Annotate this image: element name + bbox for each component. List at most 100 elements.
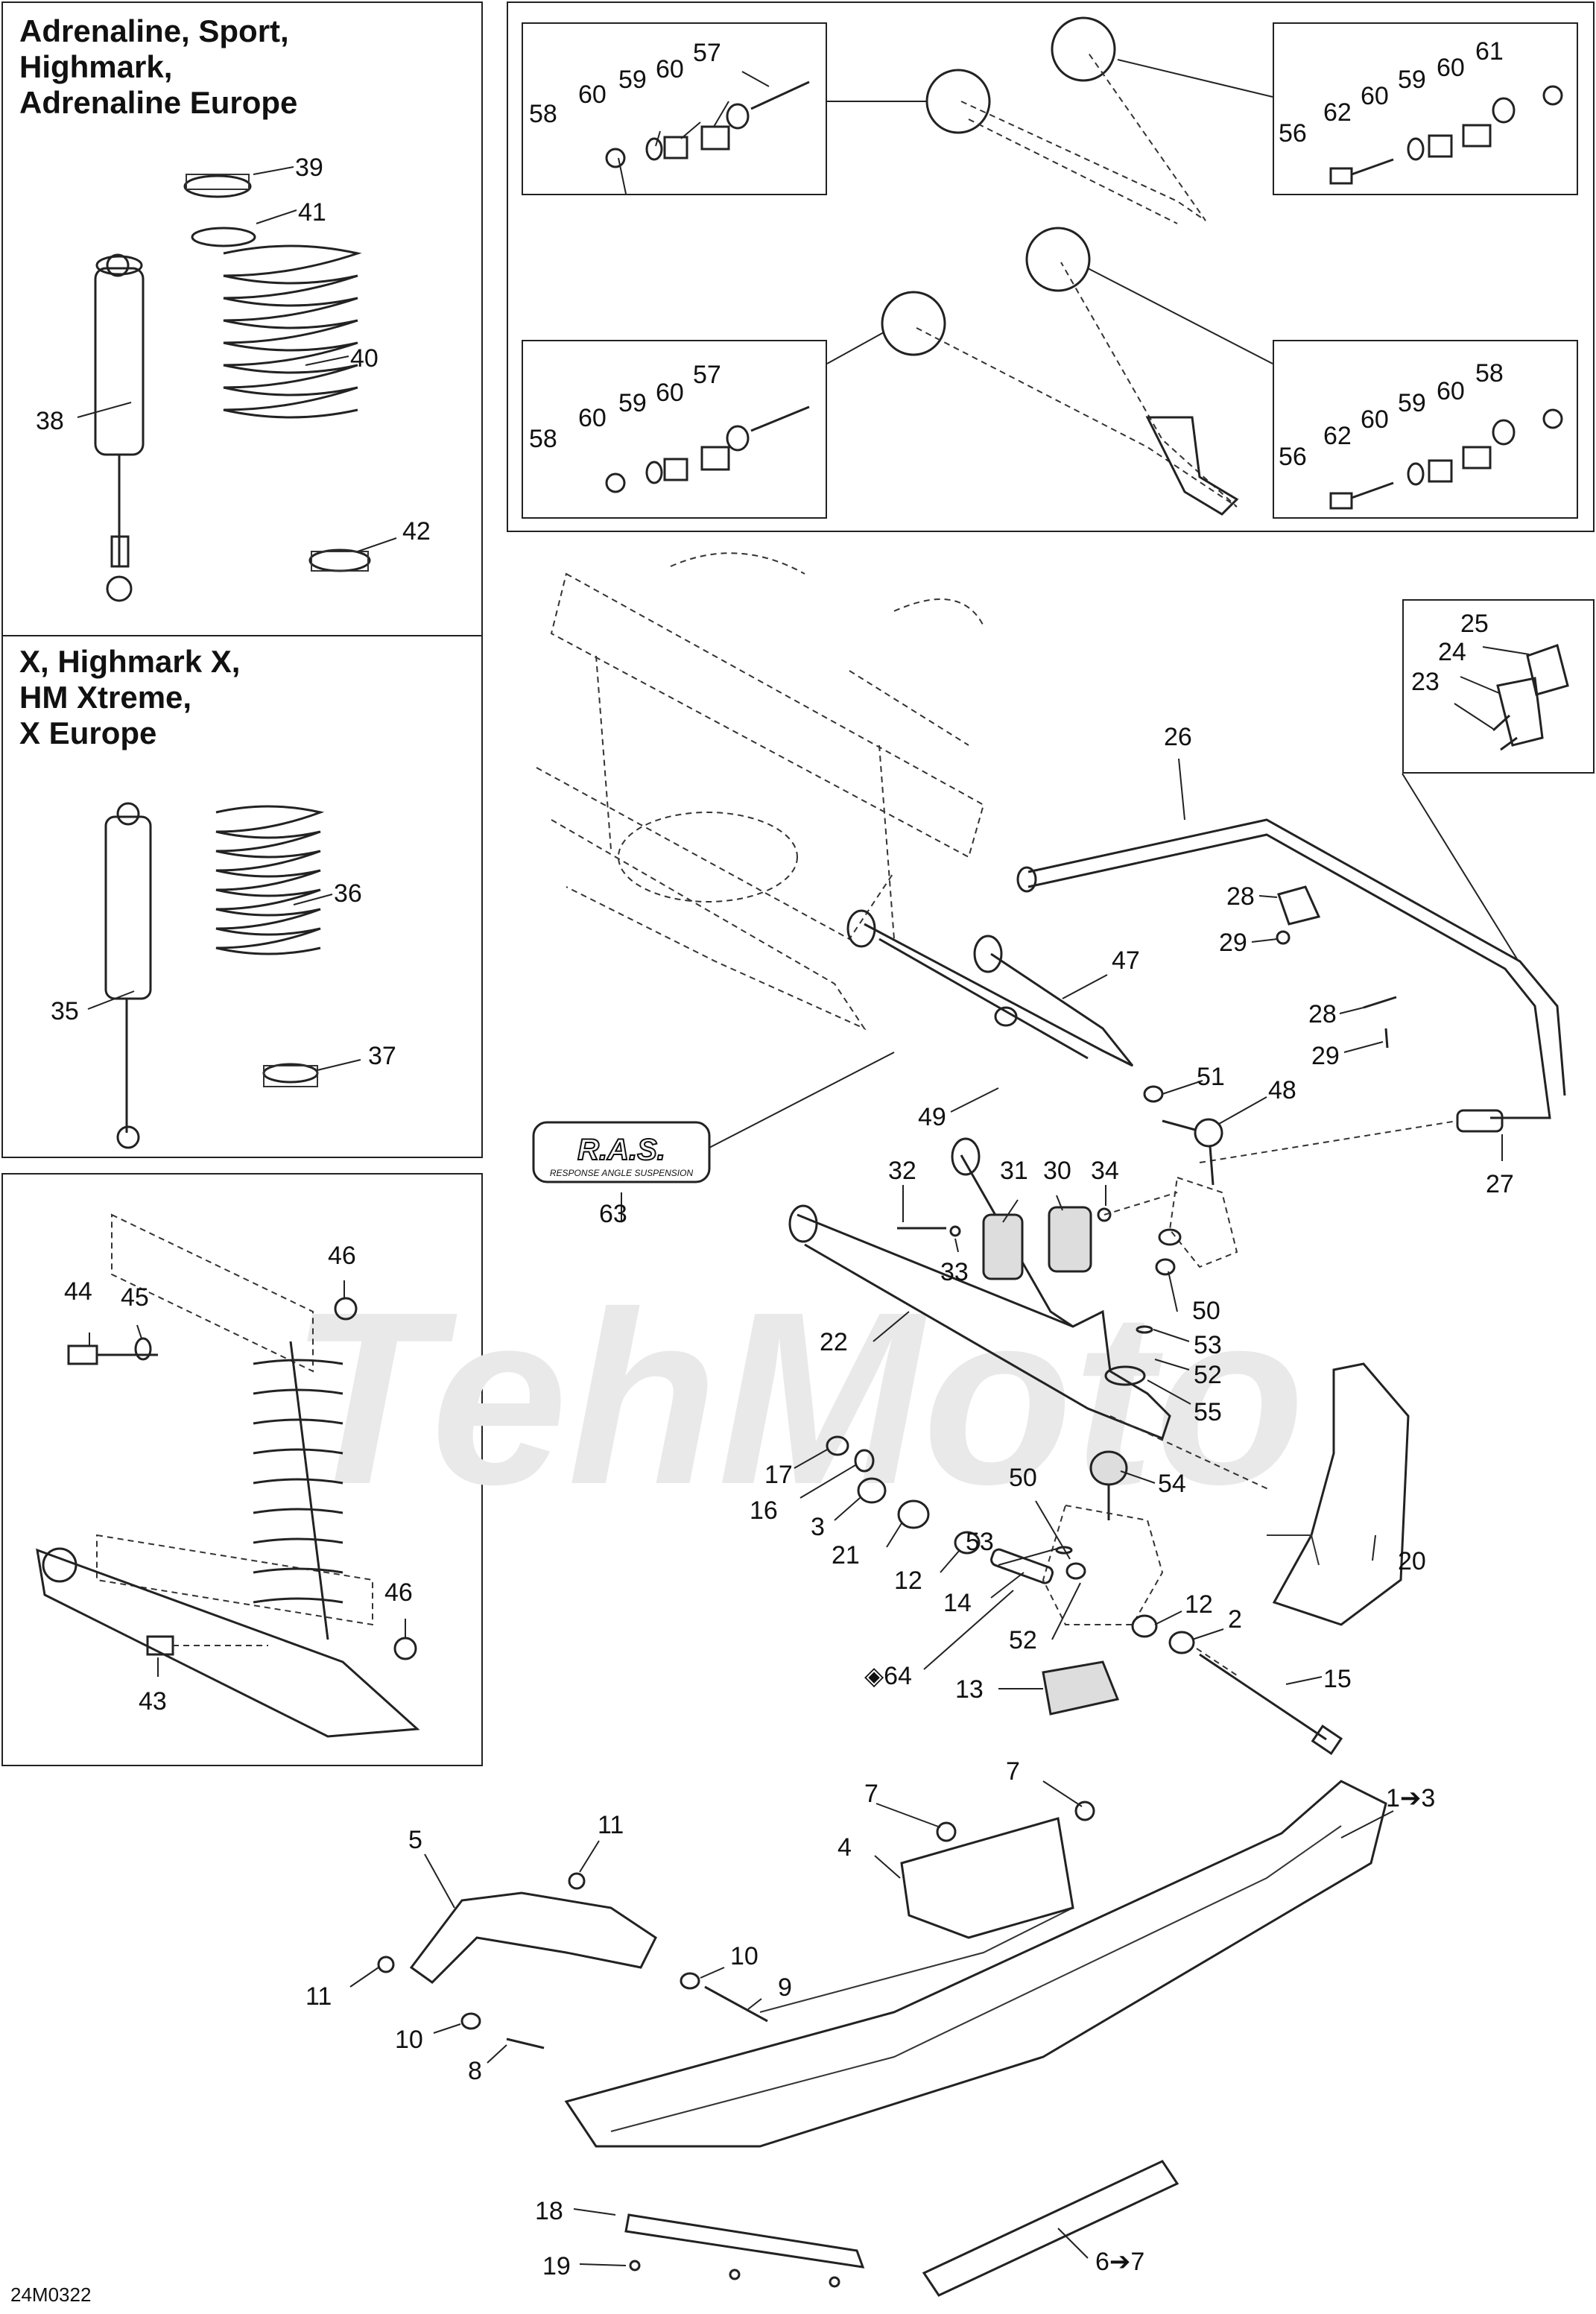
- screw-29-upper: [1276, 930, 1291, 945]
- bushing-3: [857, 1477, 887, 1504]
- label-c-58: 58: [529, 425, 557, 453]
- label-21: 21: [832, 1541, 860, 1569]
- inset-bushing-b: [1273, 22, 1578, 195]
- label-19: 19: [542, 2252, 571, 2280]
- label-33: 33: [940, 1258, 969, 1286]
- label-45: 45: [121, 1283, 149, 1312]
- spring-seat-41: [191, 227, 256, 247]
- label-35: 35: [51, 997, 79, 1025]
- bushing-stack-d: [1329, 408, 1563, 510]
- label-27: 27: [1486, 1170, 1514, 1198]
- label-64: ◈64: [864, 1662, 912, 1690]
- label-a-57: 57: [693, 39, 721, 67]
- label-55: 55: [1194, 1398, 1222, 1426]
- bumper-30: [1048, 1206, 1092, 1273]
- lower-a-arm-22: [788, 1137, 1171, 1440]
- label-a-59: 59: [618, 66, 647, 94]
- label-23: 23: [1411, 668, 1440, 696]
- label-52-lower: 52: [1009, 1626, 1037, 1654]
- label-26: 26: [1164, 723, 1192, 751]
- label-1-3: 1➔3: [1386, 1784, 1435, 1812]
- label-50-lower: 50: [1009, 1464, 1037, 1492]
- label-7-left: 7: [864, 1780, 878, 1808]
- label-c-59: 59: [618, 389, 647, 417]
- label-32: 32: [888, 1157, 916, 1185]
- label-d-59: 59: [1398, 389, 1426, 417]
- washer-11-top: [568, 1872, 586, 1890]
- label-8: 8: [468, 2057, 482, 2085]
- label-b-60b: 60: [1437, 54, 1465, 82]
- label-53-lower: 53: [966, 1528, 994, 1556]
- label-d-60b: 60: [1437, 377, 1465, 405]
- label-c-60b: 60: [656, 379, 684, 407]
- screw-19-b: [729, 2269, 741, 2280]
- label-49: 49: [918, 1103, 946, 1131]
- shock-absorber-38: [94, 253, 145, 602]
- nut-51: [1143, 1085, 1164, 1103]
- coil-spring-40: [223, 244, 362, 419]
- upper-a-arm-sketch: [925, 16, 1206, 224]
- label-15: 15: [1323, 1665, 1352, 1693]
- nut-46-lower: [393, 1637, 417, 1660]
- label-10-right: 10: [730, 1942, 759, 1970]
- label-20: 20: [1398, 1547, 1426, 1575]
- leader-lines: [77, 71, 1530, 2266]
- label-d-60a: 60: [1361, 405, 1389, 434]
- nut-50-lower: [1065, 1562, 1086, 1580]
- panel-x-shock: [1, 635, 483, 1158]
- label-37: 37: [368, 1042, 396, 1070]
- bolt-8: [506, 2038, 545, 2049]
- nut-34: [1097, 1207, 1112, 1222]
- part-labels: 39 41 40 38 42 36 35 37 44 45 46 46 43 5…: [36, 37, 1514, 2280]
- label-11-left: 11: [305, 1982, 332, 2011]
- bracket-28-upper: [1277, 885, 1321, 926]
- label-a-60a: 60: [578, 80, 607, 109]
- label-29-lower: 29: [1311, 1042, 1340, 1070]
- label-7-right: 7: [1006, 1757, 1020, 1786]
- inset-bushing-d: [1273, 340, 1578, 519]
- label-46-lower: 46: [384, 1578, 413, 1607]
- label-31: 31: [1000, 1157, 1028, 1185]
- label-48: 48: [1268, 1076, 1296, 1104]
- label-39: 39: [295, 154, 323, 182]
- bolt-9: [704, 1985, 768, 2023]
- inset-bushing-c: [522, 340, 827, 519]
- screw-19-a: [629, 2260, 641, 2272]
- label-46-upper: 46: [328, 1242, 356, 1270]
- washer-10-right: [680, 1972, 700, 1990]
- label-9: 9: [778, 1973, 792, 2002]
- screw-29-lower: [1384, 1028, 1389, 1049]
- label-51: 51: [1197, 1063, 1225, 1091]
- label-36: 36: [334, 879, 362, 908]
- washer-16: [854, 1449, 875, 1473]
- adjuster-ring-37: [262, 1063, 319, 1087]
- ski-wear-bar-18: [624, 2213, 865, 2269]
- bolt-15: [1199, 1653, 1343, 1755]
- panel1-title: Adrenaline, Sport, Highmark, Adrenaline …: [19, 13, 298, 120]
- label-53-upper: 53: [1194, 1331, 1222, 1359]
- label-42: 42: [402, 517, 431, 546]
- label-28-lower: 28: [1308, 1000, 1337, 1028]
- nut-7-right: [1074, 1801, 1095, 1821]
- label-6-7: 6➔7: [1095, 2248, 1144, 2276]
- label-b-62: 62: [1323, 98, 1352, 127]
- label-d-62: 62: [1323, 422, 1352, 450]
- label-a-58: 58: [529, 100, 557, 128]
- label-11-top: 11: [598, 1811, 624, 1839]
- ski-runner-6: [922, 2160, 1179, 2297]
- bushing-12-right: [1131, 1614, 1158, 1638]
- watermark: TehMoto: [290, 1260, 1305, 1535]
- ski-pivot-4: [900, 1817, 1074, 1939]
- ras-logo-text: R.A.S.: [577, 1134, 665, 1166]
- ras-decal-63: R.A.S. RESPONSE ANGLE SUSPENSION: [532, 1121, 711, 1183]
- washer-2: [1168, 1631, 1195, 1654]
- bushing-21: [897, 1499, 930, 1529]
- screw-33: [949, 1225, 961, 1237]
- label-38: 38: [36, 407, 64, 435]
- cotter-53-upper: [1136, 1325, 1153, 1334]
- ball-joint-54: [1089, 1450, 1128, 1520]
- label-30: 30: [1043, 1157, 1071, 1185]
- inset-bushing-a: [522, 22, 827, 195]
